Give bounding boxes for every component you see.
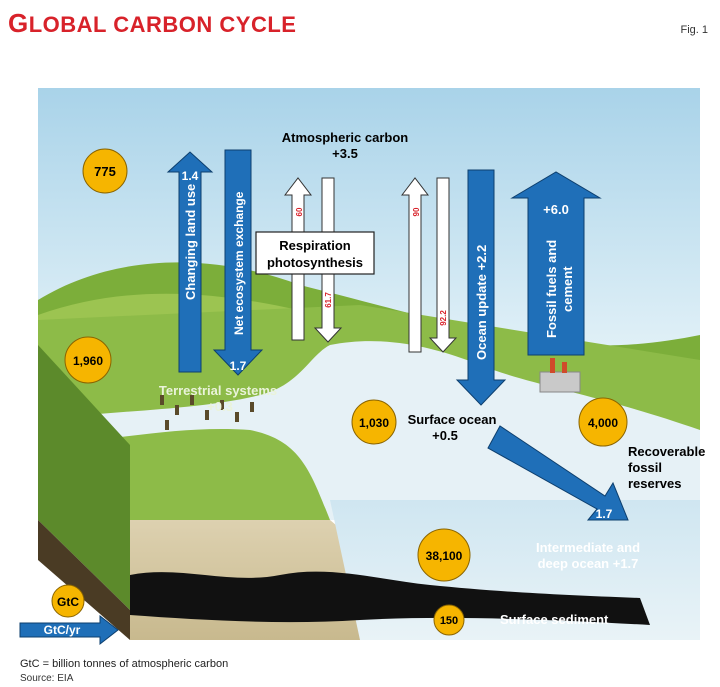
stock-fossil: 4,000 [578, 397, 628, 447]
recoverable-label-2: fossil [628, 460, 662, 475]
ocean-up-value: 90 [412, 207, 421, 216]
ocean-uptake-label: Ocean update +2.2 [474, 245, 489, 360]
block-side [38, 345, 130, 610]
arrow-net-ecosystem [212, 149, 264, 376]
atmo-label-2: +3.5 [332, 146, 358, 161]
resp-label-2: photosynthesis [267, 255, 363, 270]
resp-up-value: 60 [295, 207, 304, 216]
svg-text:1,030: 1,030 [359, 416, 389, 430]
surface-ocean-label-2: +0.5 [432, 428, 458, 443]
arrow-changing-land-use [166, 151, 214, 373]
svg-text:GtC: GtC [57, 595, 79, 609]
svg-text:150: 150 [440, 615, 458, 627]
stock-surface-ocean: 1,030 [351, 399, 397, 445]
arrow-ocean-in-down [428, 177, 458, 353]
arrow-ocean-out-up [400, 177, 430, 353]
land-use-label: Changing land use [183, 184, 198, 300]
figure-title: GLOBAL CARBON CYCLE [8, 8, 297, 38]
sediment-layer [130, 571, 650, 625]
resp-label-1: Respiration [279, 238, 351, 253]
recoverable-label-1: Recoverable [628, 444, 705, 459]
stock-deep-ocean: 38,100 [417, 528, 471, 582]
atmo-label-1: Atmospheric carbon [282, 130, 408, 145]
deep-flow-value: 1.7 [596, 507, 613, 521]
source-note: Source: EIA [20, 673, 74, 684]
arrow-ocean-uptake [455, 169, 507, 406]
factory-icon [539, 358, 581, 393]
fossil-label-2: cement [560, 266, 575, 312]
svg-text:775: 775 [94, 164, 116, 179]
stock-atmosphere: 775 [82, 148, 128, 194]
fossil-label-1: Fossil fuels and [544, 240, 559, 338]
surface-ocean-label-1: Surface ocean [408, 412, 497, 427]
tree-cluster [160, 395, 254, 430]
resp-down-value: 61.7 [324, 292, 333, 308]
sediment-label: Surface sediment [500, 612, 609, 627]
recoverable-label-3: reserves [628, 476, 682, 491]
arrow-fossil-fuels [510, 171, 602, 356]
deep-ocean-label-2: deep ocean +1.7 [538, 556, 639, 571]
stock-terrestrial: 1,960 [64, 336, 112, 384]
terrestrial-label-1: Terrestrial systems [159, 383, 277, 398]
svg-text:4,000: 4,000 [588, 416, 618, 430]
svg-text:38,100: 38,100 [426, 549, 463, 563]
net-eco-label: Net ecosystem exchange [232, 191, 246, 335]
footnote: GtC = billion tonnes of atmospheric carb… [20, 658, 229, 670]
ocean-down-value: 92.2 [439, 310, 448, 326]
svg-text:GtC/yr: GtC/yr [44, 623, 81, 637]
block-side-lower [38, 520, 130, 640]
legend-flow: GtC/yr [19, 614, 119, 646]
fossil-value: +6.0 [543, 202, 569, 217]
land-use-value: 1.4 [182, 169, 199, 183]
stock-sediment: 150 [433, 604, 465, 636]
svg-text:1,960: 1,960 [73, 354, 103, 368]
arrow-deep-ocean [487, 425, 629, 521]
terrestrial-label-2: +0.3 [207, 399, 233, 414]
respiration-box [255, 231, 375, 275]
deep-ocean-label-1: Intermediate and [536, 540, 640, 555]
legend-stock: GtC [51, 584, 85, 618]
net-eco-value: 1.7 [230, 359, 247, 373]
figure-number: Fig. 1 [680, 24, 708, 36]
